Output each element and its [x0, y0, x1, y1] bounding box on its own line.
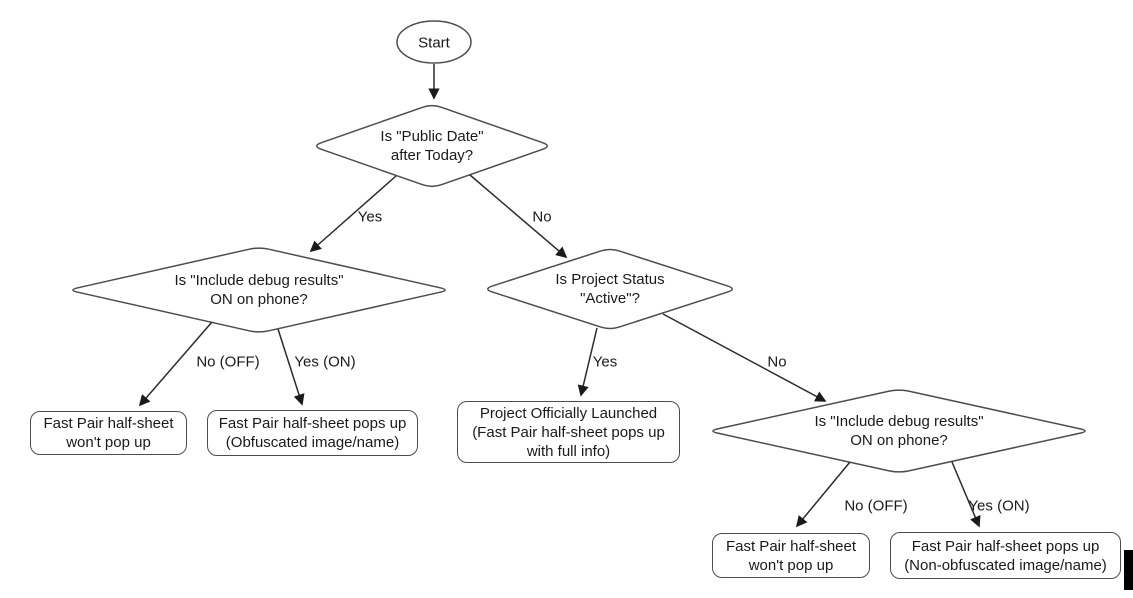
start-label: Start: [418, 34, 450, 52]
debug-right-label-line2: ON on phone?: [850, 432, 948, 449]
edge-project-status-yes: [577, 327, 598, 397]
outcome-obfuscated: Fast Pair half-sheet pops up (Obfuscated…: [207, 410, 418, 456]
edge-label-debug-left-yes: Yes (ON): [294, 353, 356, 371]
edge-debug-right-no: [795, 461, 851, 528]
edge-public-date-yes: [309, 175, 397, 253]
edge-label-project-status-no: No: [767, 353, 787, 371]
outcome-obfuscated-line2: (Obfuscated image/name): [225, 434, 400, 451]
project-status-label: Is Project Status "Active"?: [555, 270, 664, 308]
outcome-no-popup-right-line2: won't pop up: [748, 556, 834, 574]
outcome-no-popup-left: Fast Pair half-sheet won't pop up: [30, 411, 187, 455]
debug-left-label-line1: Is "Include debug results": [174, 272, 344, 289]
project-status-label-line1: Is Project Status: [555, 271, 665, 288]
debug-left-diamond: [72, 247, 446, 333]
outcome-obfuscated-line1: Fast Pair half-sheet pops up: [218, 415, 407, 432]
edge-debug-left-no: [138, 321, 213, 407]
outcome-launched-line3: with full info): [526, 442, 611, 460]
outcome-launched: Project Officially Launched (Fast Pair h…: [457, 401, 680, 463]
project-status-label-line2: "Active"?: [580, 290, 640, 307]
debug-left-label-line2: ON on phone?: [210, 291, 308, 308]
outcome-no-popup-left-line2: won't pop up: [66, 434, 151, 451]
edge-project-status-no: [662, 313, 827, 402]
project-status-diamond: [487, 248, 733, 330]
public-date-label-line2: after Today?: [390, 147, 474, 164]
public-date-diamond: [315, 104, 549, 188]
debug-right-diamond: [712, 389, 1086, 473]
outcome-no-popup-right-line1: Fast Pair half-sheet: [725, 537, 857, 555]
outcome-no-popup-right: Fast Pair half-sheet won't pop up: [712, 533, 870, 578]
outcome-launched-line1: Project Officially Launched: [479, 404, 658, 422]
public-date-label-line1: Is "Public Date": [380, 128, 484, 145]
start-ellipse: [396, 20, 472, 64]
outcome-launched-line2: (Fast Pair half-sheet pops up: [472, 423, 665, 441]
outcome-non-obfuscated-line1: Fast Pair half-sheet pops up: [911, 537, 1100, 555]
public-date-label: Is "Public Date" after Today?: [380, 127, 483, 165]
debug-left-label: Is "Include debug results" ON on phone?: [174, 271, 343, 309]
outcome-non-obfuscated-line2: (Non-obfuscated image/name): [904, 556, 1107, 574]
edge-label-public-date-yes: Yes: [357, 208, 383, 226]
edge-label-public-date-no: No: [532, 208, 552, 226]
debug-right-label-line1: Is "Include debug results": [814, 413, 984, 430]
edge-debug-right-yes: [951, 461, 981, 528]
edge-public-date-no: [469, 174, 568, 259]
debug-right-label: Is "Include debug results" ON on phone?: [814, 412, 983, 450]
edge-label-debug-right-no: No (OFF): [844, 497, 908, 515]
outcome-non-obfuscated: Fast Pair half-sheet pops up (Non-obfusc…: [890, 532, 1121, 579]
outcome-no-popup-left-line1: Fast Pair half-sheet: [43, 415, 174, 432]
edge-debug-left-yes: [277, 328, 305, 406]
edge-label-debug-left-no: No (OFF): [196, 353, 260, 371]
edge-label-project-status-yes: Yes: [592, 353, 618, 371]
text-cursor: [1124, 550, 1133, 590]
edge-label-debug-right-yes: Yes (ON): [968, 497, 1030, 515]
